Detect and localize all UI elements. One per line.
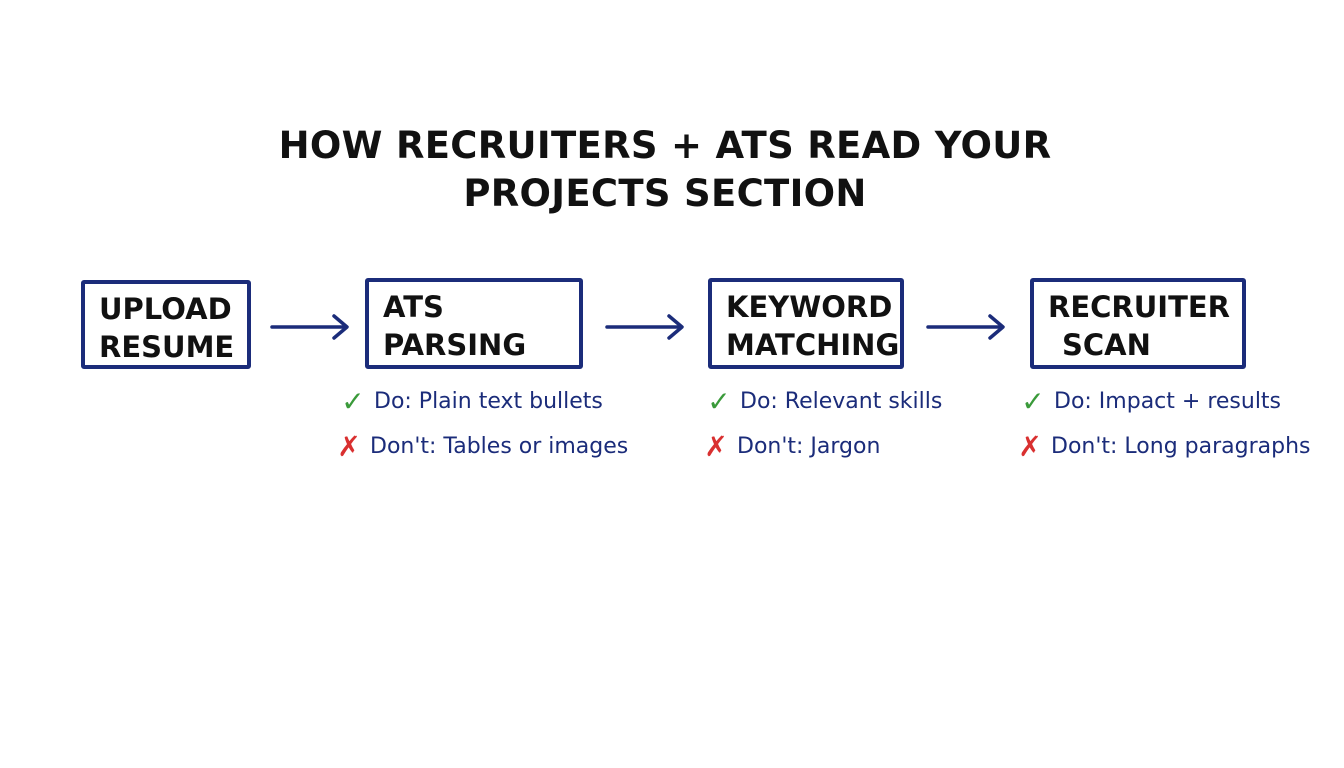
title-line-2: PROJECTS SECTION [463, 172, 867, 215]
step-label-line-2: PARSING [383, 328, 527, 362]
cross-icon: ✗ [1018, 430, 1042, 463]
step-ats-parsing: ATS PARSING [365, 278, 583, 369]
cross-icon: ✗ [337, 430, 361, 463]
check-icon: ✓ [1021, 385, 1045, 418]
step-label-line-1: KEYWORD [726, 290, 893, 324]
diagram-title: HOW RECRUITERS + ATS READ YOUR PROJECTS … [0, 122, 1330, 218]
step-label-line-1: ATS [383, 290, 444, 324]
tip-dont-text: Don't: Jargon [737, 434, 881, 459]
tip-do: ✓ Do: Relevant skills [706, 387, 942, 417]
check-icon: ✓ [707, 385, 731, 418]
tip-dont: ✗ Don't: Long paragraphs [1017, 430, 1311, 463]
step-label-line-1: RECRUITER [1048, 290, 1231, 324]
step-keyword-matching: KEYWORD MATCHING [708, 278, 904, 369]
tip-do-text: Do: Impact + results [1054, 389, 1282, 414]
arrow-right-icon [926, 314, 1005, 340]
tip-do: ✓ Do: Plain text bullets [340, 387, 603, 417]
tip-do-text: Do: Relevant skills [740, 389, 943, 414]
step-recruiter-scan: RECRUITER SCAN [1030, 278, 1246, 369]
step-upload-resume: UPLOAD RESUME [81, 280, 251, 369]
title-line-1: HOW RECRUITERS + ATS READ YOUR [278, 124, 1052, 167]
check-icon: ✓ [341, 385, 365, 418]
tip-do: ✓ Do: Impact + results [1020, 387, 1281, 417]
tip-dont-text: Don't: Tables or images [370, 434, 629, 459]
tip-dont: ✗ Don't: Tables or images [336, 432, 628, 462]
tip-dont: ✗ Don't: Jargon [703, 432, 880, 462]
tip-do-text: Do: Plain text bullets [374, 389, 603, 414]
step-label-line-1: UPLOAD [99, 292, 232, 326]
arrow-right-icon [605, 314, 684, 340]
step-label-line-2: RESUME [99, 330, 235, 364]
tip-dont-text: Don't: Long paragraphs [1051, 434, 1311, 459]
step-label-line-2: SCAN [1062, 328, 1151, 362]
arrow-right-icon [270, 314, 349, 340]
step-label-line-2: MATCHING [726, 328, 900, 362]
cross-icon: ✗ [704, 430, 728, 463]
